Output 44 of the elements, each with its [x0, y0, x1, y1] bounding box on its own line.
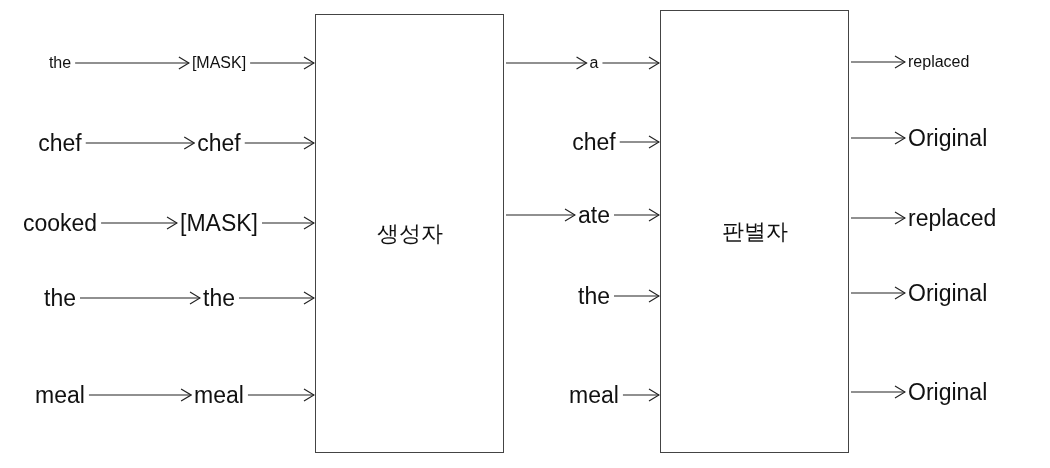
discriminator-box: 판별자 — [660, 10, 849, 453]
masked-word: the — [201, 278, 237, 318]
label-word: replaced — [906, 198, 999, 238]
masked-word: [MASK] — [189, 43, 249, 83]
arrow — [613, 289, 660, 303]
masked-word: [MASK] — [178, 203, 260, 243]
input-word: cooked — [20, 203, 100, 243]
generated-word: meal — [567, 375, 621, 415]
arrow — [850, 286, 906, 300]
arrow — [85, 136, 195, 150]
arrow — [850, 55, 906, 69]
input-word: chef — [36, 123, 84, 163]
arrow — [100, 216, 178, 230]
arrow — [247, 388, 315, 402]
arrow — [505, 208, 576, 222]
arrow — [613, 208, 660, 222]
arrow — [619, 135, 660, 149]
input-word: meal — [33, 375, 87, 415]
input-word: the — [42, 278, 78, 318]
arrow — [261, 216, 315, 230]
masked-word: chef — [195, 123, 243, 163]
arrow — [850, 385, 906, 399]
arrow — [88, 388, 192, 402]
arrow — [249, 56, 315, 70]
arrow — [601, 56, 660, 70]
masked-word: meal — [192, 375, 246, 415]
arrow — [850, 131, 906, 145]
generated-word: chef — [570, 122, 618, 162]
arrow — [79, 291, 201, 305]
arrow — [622, 388, 660, 402]
arrow — [244, 136, 315, 150]
arrow — [74, 56, 190, 70]
generated-word: ate — [576, 195, 612, 235]
arrow — [850, 211, 906, 225]
label-word: replaced — [906, 42, 972, 82]
arrow — [505, 56, 588, 70]
label-word: Original — [906, 273, 990, 313]
input-word: the — [46, 43, 74, 83]
generated-word: a — [587, 43, 601, 83]
label-word: Original — [906, 372, 990, 412]
generated-word: the — [576, 276, 612, 316]
arrow — [238, 291, 315, 305]
label-word: Original — [906, 118, 990, 158]
generator-box: 생성자 — [315, 14, 504, 453]
